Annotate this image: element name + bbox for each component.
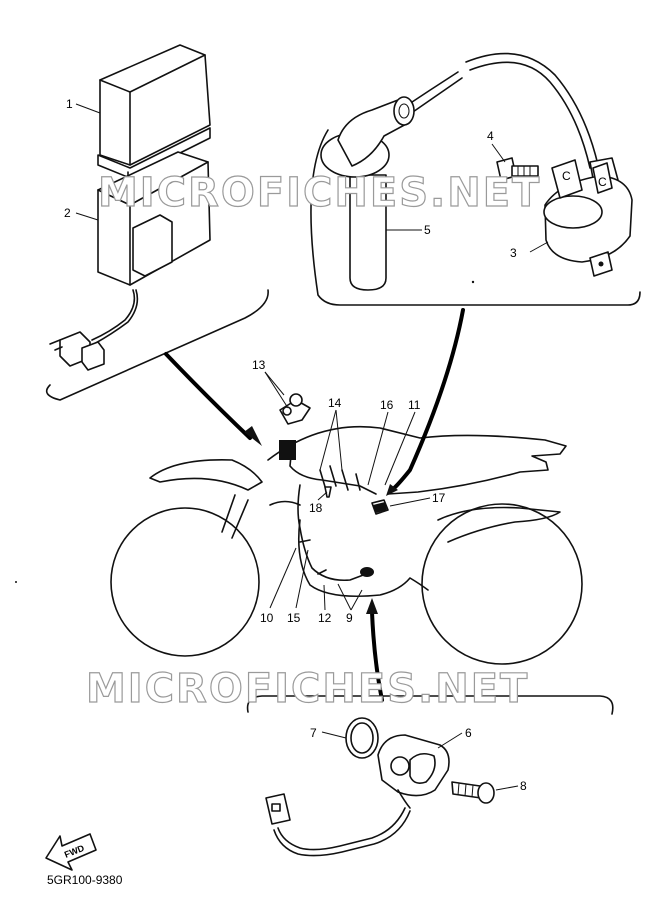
scan-dot — [471, 280, 475, 284]
coil-bolt — [496, 157, 539, 181]
callout-labels: 1 2 3 4 5 6 7 8 9 10 11 12 13 14 15 16 1… — [64, 97, 527, 793]
callout-11: 11 — [408, 398, 421, 412]
watermark-top: MICROFICHES.NET — [98, 170, 541, 216]
tank-seat-rear-fender — [267, 425, 567, 495]
front-fender — [149, 459, 263, 491]
detail-panel-outline-bottom — [246, 695, 614, 715]
harness-main — [289, 444, 377, 495]
harness-pin-18 — [324, 486, 332, 498]
callout-17: 17 — [432, 491, 446, 505]
callout-8: 8 — [520, 779, 527, 793]
callout-15: 15 — [287, 611, 301, 625]
callout-5: 5 — [424, 223, 431, 237]
motorcycle-silhouette — [110, 425, 583, 665]
callout-16: 16 — [380, 398, 394, 412]
cdi-connector — [49, 331, 105, 371]
front-fork — [221, 494, 236, 533]
callout-13: 13 — [252, 358, 266, 372]
cdi-body — [97, 151, 211, 286]
harness-grommet-9 — [360, 567, 374, 577]
leader-lines — [75, 103, 549, 791]
front-wheel — [110, 507, 260, 657]
callout-10: 10 — [260, 611, 274, 625]
fwd-arrow-badge: FWD — [45, 833, 97, 871]
diagram-code: 5GR100-9380 — [47, 873, 123, 887]
detail-panel-outline-right — [310, 129, 641, 306]
detail-pointers — [164, 308, 465, 702]
svg-text:C: C — [562, 169, 571, 183]
harness-lower — [297, 484, 367, 582]
pointer-switch — [370, 610, 384, 702]
harness-coupler-black — [279, 440, 296, 460]
svg-text:C: C — [598, 175, 607, 189]
switch-lead — [277, 807, 406, 851]
spark-plug-cap — [320, 96, 415, 291]
callout-6: 6 — [465, 726, 472, 740]
detail-panel-outline-left — [45, 289, 269, 401]
neutral-switch — [377, 734, 450, 809]
side-panel — [437, 506, 561, 543]
neutral-switch-detail — [246, 695, 614, 857]
ignition-coil: C C — [543, 157, 633, 277]
rear-wheel — [421, 503, 583, 665]
scan-dot — [15, 581, 17, 583]
ignition-coil-detail: C C — [310, 52, 641, 306]
callout-3: 3 — [510, 246, 517, 260]
callout-2: 2 — [64, 206, 71, 220]
pointer-cdi — [164, 352, 252, 440]
pointer-coil — [390, 308, 465, 492]
cdi-unit-detail — [45, 44, 269, 401]
cdi-wire — [91, 289, 136, 341]
harness-bands — [319, 465, 361, 491]
engine-lower — [297, 519, 429, 598]
callout-1: 1 — [66, 97, 73, 111]
switch-screw — [451, 781, 495, 804]
callout-7: 7 — [310, 726, 317, 740]
callout-18: 18 — [309, 501, 323, 515]
cdi-cap — [97, 44, 211, 179]
wire-harness — [279, 393, 389, 582]
callout-12: 12 — [318, 611, 332, 625]
callout-14: 14 — [328, 396, 342, 410]
callout-4: 4 — [487, 129, 494, 143]
callout-9: 9 — [346, 611, 353, 625]
watermark-bottom: MICROFICHES.NET — [86, 666, 529, 712]
